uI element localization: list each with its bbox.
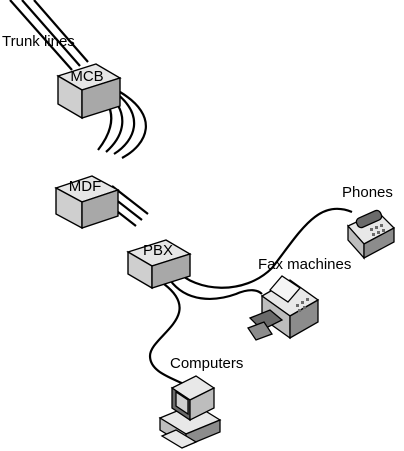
- fax-machine-icon: [247, 275, 320, 341]
- pbx-to-phones-cable: [175, 207, 353, 289]
- pbx-box: PBX: [126, 239, 192, 290]
- phones-label: Phones: [342, 184, 393, 201]
- pbx-to-fax-cable: [169, 279, 263, 300]
- computers-label: Computers: [170, 355, 243, 372]
- mcb-label: MCB: [70, 68, 103, 85]
- computer-icon: [158, 375, 222, 449]
- phone-icon: [346, 209, 396, 260]
- fax-machines-label: Fax machines: [258, 256, 351, 273]
- pbx-to-computers-cable: [148, 283, 193, 391]
- mdf-label: MDF: [69, 178, 102, 195]
- trunk-lines-wires: [9, 0, 89, 71]
- trunk-lines-label: Trunk lines: [2, 33, 75, 50]
- pbx-label: PBX: [143, 242, 173, 259]
- mdf-box: MDF: [54, 175, 120, 230]
- mcb-box: MCB: [56, 63, 122, 120]
